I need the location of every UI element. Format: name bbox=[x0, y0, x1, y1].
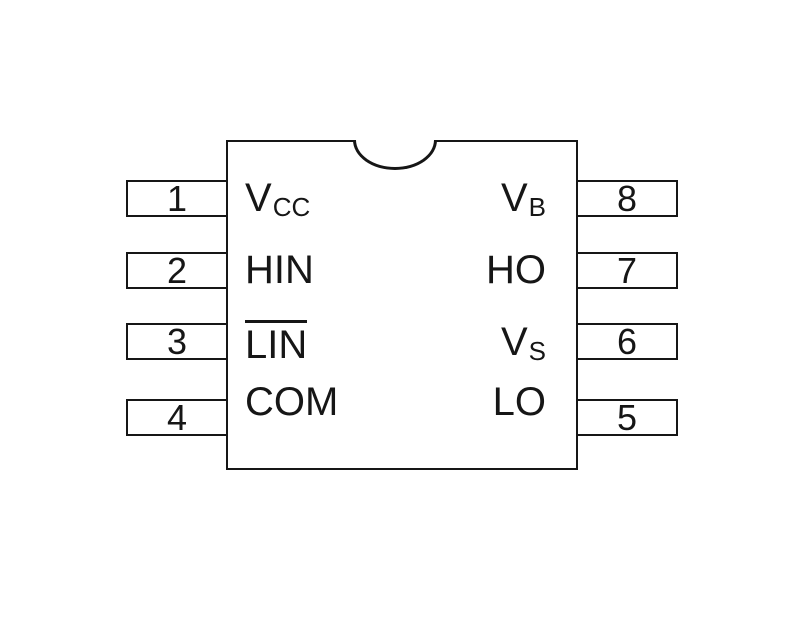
pin-lead-3: 3 bbox=[126, 323, 228, 360]
pin-label-hin: HIN bbox=[245, 248, 314, 292]
pin-lead-1: 1 bbox=[126, 180, 228, 217]
pin-number-2: 2 bbox=[166, 249, 188, 291]
pin-label-lo-text: LO bbox=[492, 380, 546, 424]
pin-label-lin-text: LIN bbox=[245, 319, 308, 365]
pin-label-vs-text: V bbox=[500, 320, 528, 364]
pin-lead-6: 6 bbox=[576, 323, 678, 360]
pin-label-lin: LIN bbox=[245, 319, 308, 365]
pin-lead-8: 8 bbox=[576, 180, 678, 217]
pin-lead-5: 5 bbox=[576, 399, 678, 436]
pin-number-7: 7 bbox=[616, 249, 638, 291]
pin-lead-4: 4 bbox=[126, 399, 228, 436]
pin-label-lo: LO bbox=[346, 380, 546, 424]
pin-label-ho-text: HO bbox=[486, 248, 546, 292]
pin-number-8: 8 bbox=[616, 177, 638, 219]
pin-number-5: 5 bbox=[616, 396, 638, 438]
pin-label-com-text: COM bbox=[245, 380, 339, 424]
pin-number-6: 6 bbox=[616, 320, 638, 362]
pin-label-vb-subscript: B bbox=[528, 192, 546, 222]
pin-lead-2: 2 bbox=[126, 252, 228, 289]
pin1-notch-indicator-icon bbox=[353, 139, 437, 170]
pin-lead-7: 7 bbox=[576, 252, 678, 289]
pin-label-vs-subscript: S bbox=[528, 336, 546, 366]
pin-label-vb-text: V bbox=[500, 176, 528, 220]
pin-number-3: 3 bbox=[166, 320, 188, 362]
pin-label-hin-text: HIN bbox=[245, 248, 314, 292]
pin-label-vcc-text: V bbox=[245, 176, 272, 220]
pin-label-vcc-subscript: CC bbox=[272, 192, 311, 222]
pin-label-com: COM bbox=[245, 380, 338, 424]
pin-number-4: 4 bbox=[166, 396, 188, 438]
pin-label-ho: HO bbox=[346, 248, 546, 292]
pin-number-1: 1 bbox=[166, 177, 188, 219]
